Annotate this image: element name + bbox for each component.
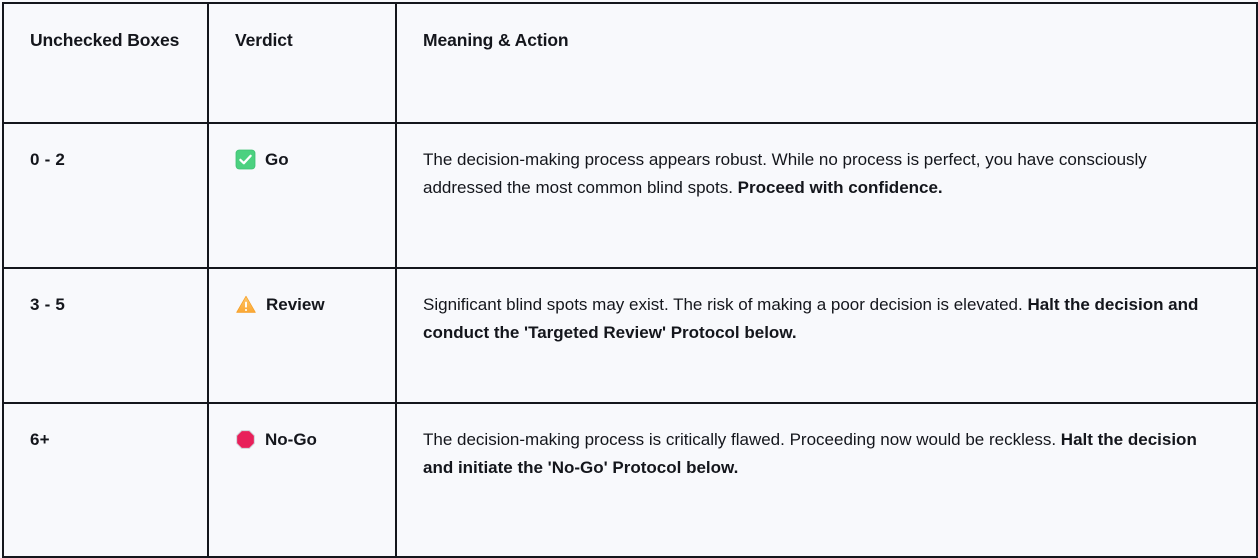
meaning-emphasis: Halt the decision and initiate the 'No-G… [423,430,1197,477]
table-row: 0 - 2 Go The decision- [2,122,1258,269]
cell-meaning-action: Significant blind spots may exist. The r… [395,267,1258,404]
table-header-row: Unchecked Boxes Verdict Meaning & Action [2,2,1258,124]
table-body: 0 - 2 Go The decision- [2,122,1258,558]
cell-unchecked-boxes: 6+ [2,402,209,558]
table-row: 6+ No-Go The decision-making process is … [2,402,1258,558]
meaning-emphasis: Halt the decision and conduct the 'Targe… [423,295,1199,342]
column-header-meaning-action: Meaning & Action [395,2,1258,124]
column-header-verdict: Verdict [207,2,397,124]
table-header: Unchecked Boxes Verdict Meaning & Action [2,2,1258,124]
cell-unchecked-boxes: 3 - 5 [2,267,209,404]
meaning-text: The decision-making process is criticall… [423,430,1061,449]
table-row: 3 - 5 [2,267,1258,404]
verdict-label: Go [265,150,289,169]
meaning-text: The decision-making process appears robu… [423,150,1147,197]
meaning-text: Significant blind spots may exist. The r… [423,295,1028,314]
column-header-unchecked-boxes: Unchecked Boxes [2,2,209,124]
cell-meaning-action: The decision-making process is criticall… [395,402,1258,558]
cell-verdict: Go [207,122,397,269]
cell-unchecked-boxes: 0 - 2 [2,122,209,269]
cell-meaning-action: The decision-making process appears robu… [395,122,1258,269]
cell-verdict: No-Go [207,402,397,558]
meaning-emphasis: Proceed with confidence. [737,177,943,197]
warning-triangle-icon [235,294,257,315]
white-heavy-check-mark-icon [235,149,256,170]
verdict-label: No-Go [265,430,317,449]
cell-verdict: Review [207,267,397,404]
verdict-label: Review [266,295,325,314]
octagonal-stop-sign-icon [235,429,256,450]
